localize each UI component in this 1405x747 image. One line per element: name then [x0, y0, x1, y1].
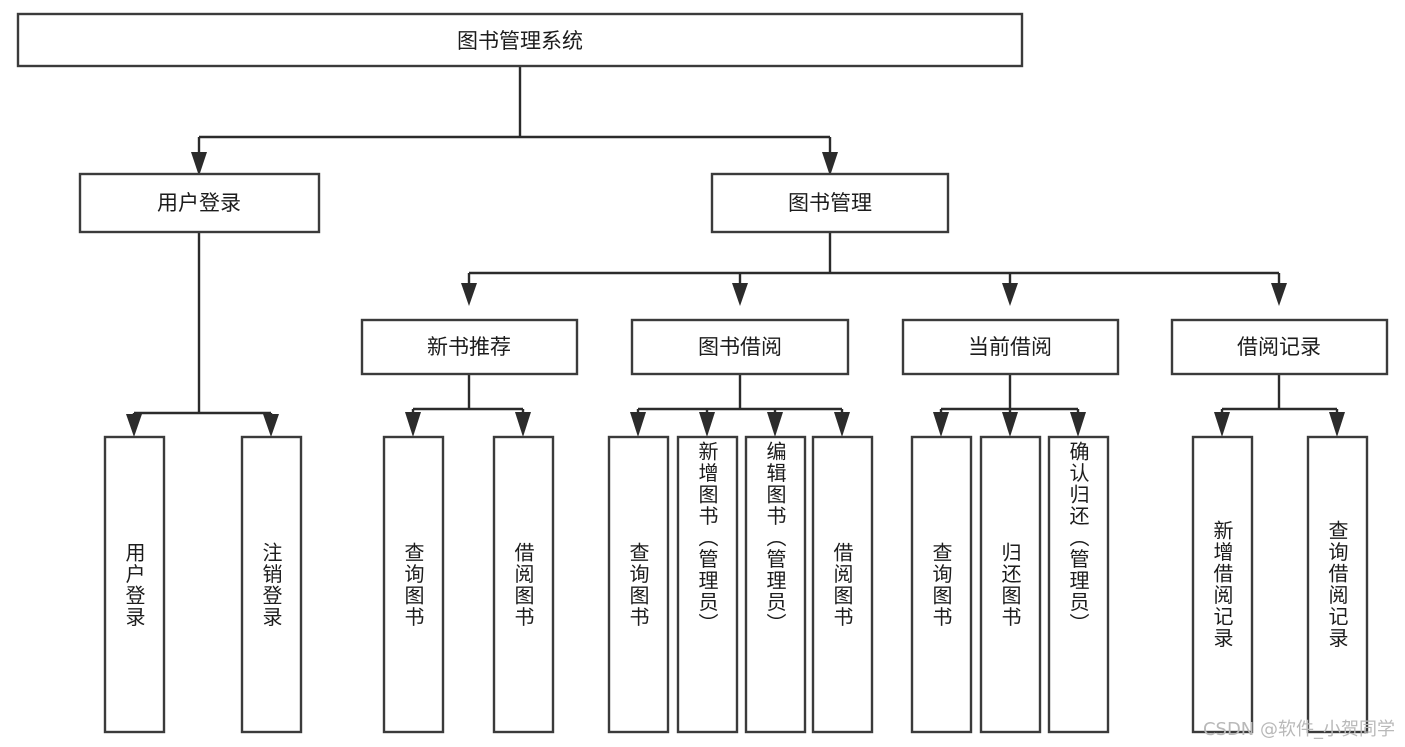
node-leaf-return-book-box[interactable]	[979, 435, 1042, 734]
arrowhead-leaf-add-record	[1214, 412, 1230, 437]
arrowhead-book-borrow	[732, 283, 748, 306]
node-leaf-user-login-box[interactable]	[103, 435, 166, 734]
arrowhead-leaf-edit-book	[767, 412, 783, 437]
arrowhead-leaf-confirm-return	[1070, 412, 1086, 437]
node-leaf-borrow-book-1-box[interactable]	[492, 435, 555, 734]
arrowhead-leaf-user-login	[126, 414, 142, 437]
arrowhead-leaf-add-book	[699, 412, 715, 437]
node-new-book-recommend-label: 新书推荐	[427, 335, 511, 359]
node-borrow-record-box[interactable]	[1170, 318, 1389, 376]
node-user-login-box[interactable]	[78, 172, 321, 234]
node-book-manage-label: 图书管理	[788, 191, 872, 215]
node-leaf-logout-login-box[interactable]	[240, 435, 303, 734]
arrowhead-current-borrow	[1002, 283, 1018, 306]
node-new-book-recommend-box[interactable]	[360, 318, 579, 376]
arrowhead-leaf-logout-login	[263, 414, 279, 437]
node-leaf-add-book-box[interactable]	[676, 435, 739, 734]
node-book-manage-box[interactable]	[710, 172, 950, 234]
node-leaf-borrow-book-2-box[interactable]	[811, 435, 874, 734]
node-leaf-query-book-3-box[interactable]	[910, 435, 973, 734]
node-leaf-query-book-2-box[interactable]	[607, 435, 670, 734]
arrowhead-new-book-recommend	[461, 283, 477, 306]
node-leaf-add-record-box[interactable]	[1191, 435, 1254, 734]
arrowhead-user-login	[191, 152, 207, 176]
arrowhead-borrow-record	[1271, 283, 1287, 306]
node-current-borrow-box[interactable]	[901, 318, 1120, 376]
arrowhead-leaf-query-book-3	[933, 412, 949, 437]
csdn-watermark: CSDN @软件_小贺同学	[1202, 719, 1395, 740]
node-root-label: 图书管理系统	[457, 29, 583, 53]
arrowhead-book-manage	[822, 152, 838, 176]
node-user-login-label: 用户登录	[157, 191, 241, 215]
arrowhead-leaf-query-book-1	[405, 412, 421, 437]
node-borrow-record-label: 借阅记录	[1237, 335, 1321, 359]
node-leaf-query-book-1-box[interactable]	[382, 435, 445, 734]
node-book-borrow-box[interactable]	[630, 318, 850, 376]
node-current-borrow-label: 当前借阅	[968, 335, 1052, 359]
arrowhead-leaf-query-record	[1329, 412, 1345, 437]
node-leaf-confirm-return-box[interactable]	[1047, 435, 1110, 734]
arrowhead-leaf-borrow-book-1	[515, 412, 531, 437]
arrowhead-leaf-borrow-book-2	[834, 412, 850, 437]
arrowhead-leaf-return-book	[1002, 412, 1018, 437]
node-book-borrow-label: 图书借阅	[698, 335, 782, 359]
node-root-box[interactable]	[16, 12, 1024, 68]
node-leaf-query-record-box[interactable]	[1306, 435, 1369, 734]
node-leaf-edit-book-box[interactable]	[744, 435, 807, 734]
arrowhead-leaf-query-book-2	[630, 412, 646, 437]
connector-group	[126, 66, 1345, 437]
node-group: 图书管理系统 用户登录 图书管理 新书推荐 图书借阅 当前借阅 借阅记录	[16, 12, 1389, 734]
